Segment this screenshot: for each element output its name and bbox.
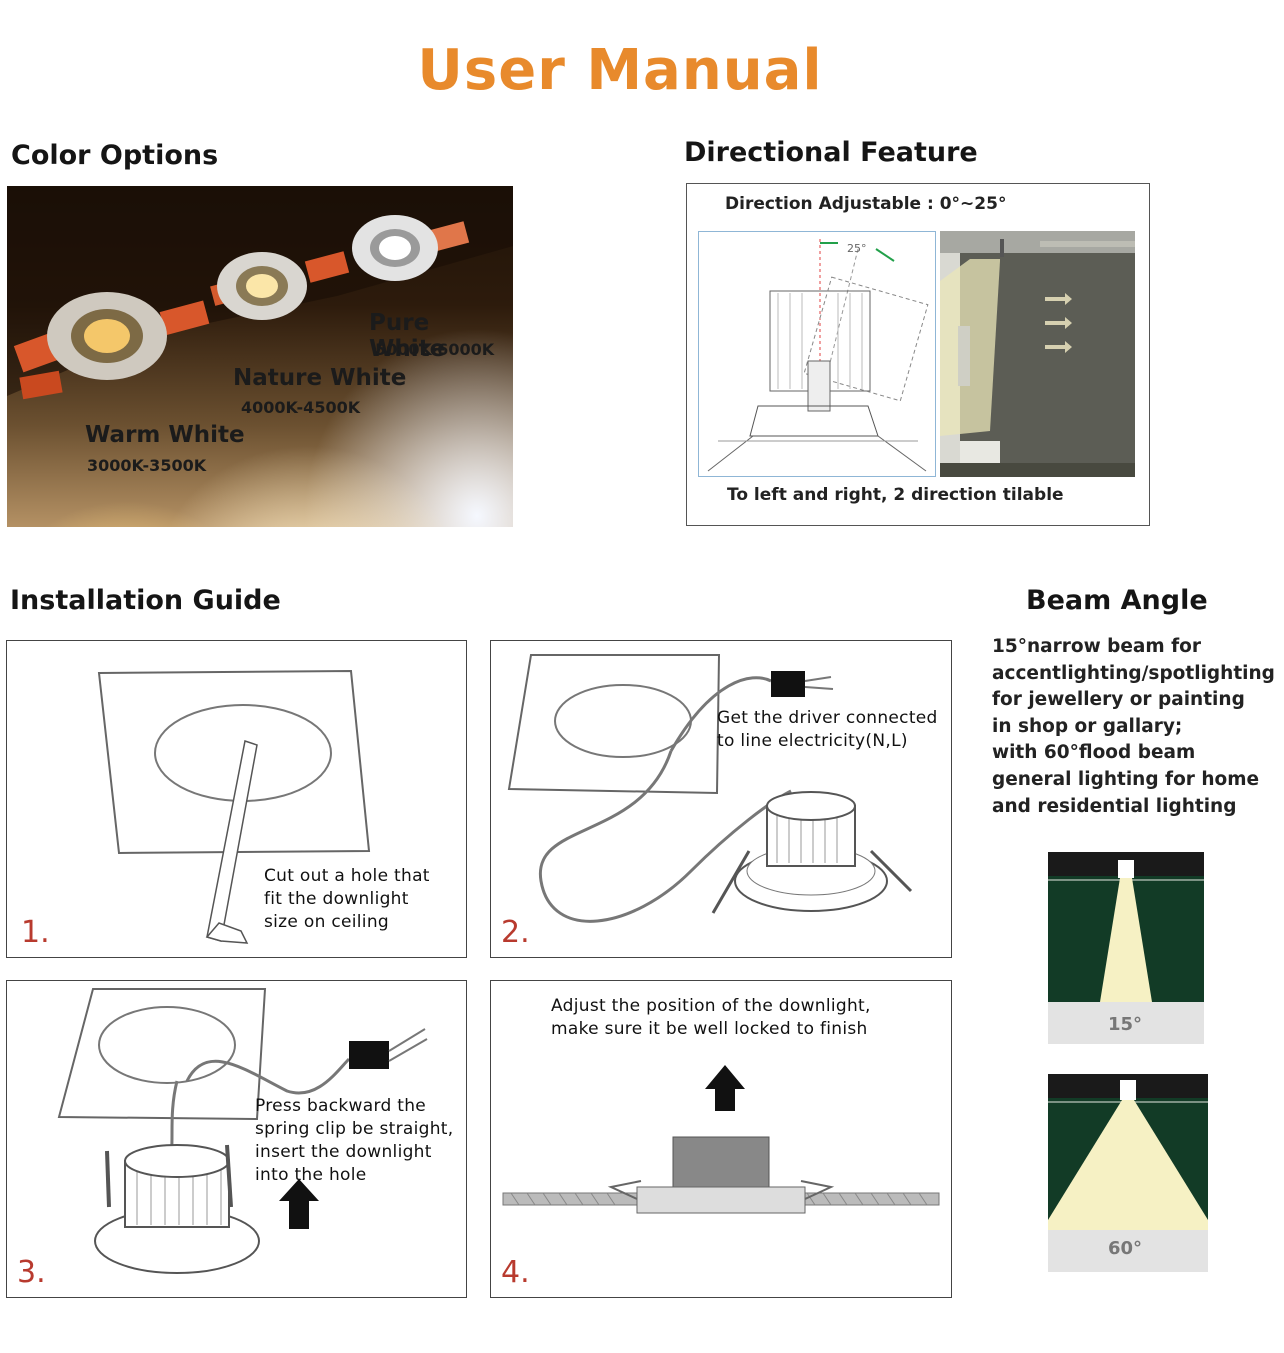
tilt-angle-label: 25° (847, 242, 867, 255)
warm-white-temp: 3000K-3500K (87, 456, 207, 475)
beam-line-4: in shop or gallary; (992, 715, 1183, 737)
directional-feature-heading: Directional Feature (684, 137, 978, 168)
beam-line-5: with 60°flood beam (992, 742, 1196, 764)
install-step-2: Get the driver connected to line electri… (490, 640, 952, 958)
beam-line-6: general lighting for home (992, 768, 1260, 790)
adjust-lock-diagram (502, 1065, 940, 1214)
driver-connection-diagram (507, 654, 913, 923)
install-step-4: Adjust the position of the downlight, ma… (490, 980, 952, 1298)
downlight-photo-drawing (7, 186, 513, 400)
install-step-3: Press backward the spring clip be straig… (6, 980, 467, 1298)
beam-60-label: 60° (1108, 1238, 1143, 1259)
step-4-line-2: make sure it be well locked to finish (551, 1019, 868, 1039)
nature-white-label: Nature White (233, 365, 407, 391)
direction-adjustable-label: Direction Adjustable : 0°~25° (725, 194, 1007, 214)
step-1-line-1: Cut out a hole that (264, 866, 430, 886)
step-4-number: 4. (501, 1255, 530, 1290)
directional-feature-panel: Direction Adjustable : 0°~25° 25° To lef… (686, 183, 1150, 526)
pure-white-label: Pure White (369, 310, 446, 362)
beam-15-label: 15° (1108, 1014, 1143, 1035)
insert-downlight-diagram (57, 988, 428, 1274)
step-2-number: 2. (501, 915, 530, 950)
pure-white-temp: 5000K-6000K (375, 340, 495, 359)
step-1-line-2: fit the downlight (264, 889, 409, 909)
step-2-line-1: Get the driver connected (717, 708, 938, 728)
step-3-number: 3. (17, 1255, 46, 1290)
step-4-line-1: Adjust the position of the downlight, (551, 996, 871, 1016)
color-options-photo: Pure White 5000K-6000K Nature White 4000… (7, 186, 513, 527)
warm-white-label: Warm White (85, 422, 245, 448)
installation-guide-heading: Installation Guide (10, 585, 281, 616)
beam-60-diagram (1048, 1074, 1208, 1272)
beam-line-7: and residential lighting (992, 795, 1237, 817)
install-step-1: Cut out a hole that fit the downlight si… (6, 640, 467, 958)
beam-line-2: accentlighting/spotlighting (992, 662, 1275, 684)
step-3-line-1: Press backward the (255, 1096, 427, 1116)
step-3-line-3: insert the downlight (255, 1142, 432, 1162)
page-title: User Manual (417, 38, 823, 103)
beam-angle-heading: Beam Angle (1026, 585, 1208, 616)
room-lighting-scene (940, 231, 1135, 477)
nature-white-temp: 4000K-4500K (241, 398, 361, 417)
beam-angle-description: 15°narrow beam for accentlighting/spotli… (992, 634, 1284, 820)
step-1-number: 1. (21, 915, 50, 950)
beam-line-3: for jewellery or painting (992, 689, 1245, 711)
tilt-diagram (698, 231, 936, 477)
step-2-line-2: to line electricity(N,L) (717, 731, 908, 751)
direction-caption: To left and right, 2 direction tilable (727, 485, 1064, 505)
color-options-heading: Color Options (11, 140, 219, 171)
beam-15-diagram (1048, 852, 1204, 1044)
beam-line-1: 15°narrow beam for (992, 636, 1202, 657)
step-1-line-3: size on ceiling (264, 912, 389, 932)
step-3-line-4: into the hole (255, 1165, 367, 1185)
cut-hole-diagram (97, 669, 371, 944)
step-3-line-2: spring clip be straight, (255, 1119, 454, 1139)
